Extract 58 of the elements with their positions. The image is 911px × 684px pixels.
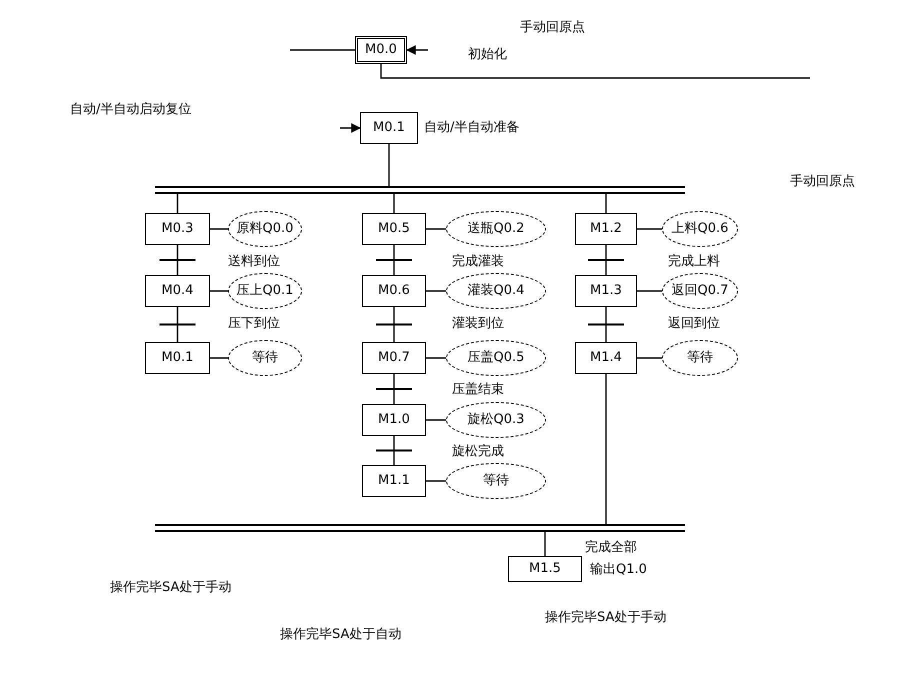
step-box: M0.6 [362,275,426,307]
connector-line [340,123,361,133]
step-box: M0.1 [360,112,418,144]
action-ellipse: 等待 [662,340,738,376]
action-ellipse: 原料Q0.0 [228,211,302,247]
connector-line [210,290,228,292]
connector-line [605,245,607,275]
action-ellipse: 等待 [228,340,302,376]
connector-line [176,307,178,342]
step-box: M0.3 [145,213,210,245]
connector-line [290,49,355,51]
connector-line [393,374,395,404]
action-ellipse: 旋松Q0.3 [446,402,546,438]
connector-line [210,228,228,230]
connector-line [426,419,446,421]
action-ellipse: 等待 [446,463,546,499]
connector-line [637,357,662,359]
step-box: M0.1 [145,342,210,374]
connector-line [393,436,395,465]
connector-line [426,228,446,230]
action-ellipse: 返回Q0.7 [662,273,738,309]
step-box: M1.5 [508,556,582,582]
parallel-branch-bar [155,186,685,194]
action-ellipse: 压盖Q0.5 [446,340,546,376]
step-box: M0.4 [145,275,210,307]
connector-line [176,194,178,213]
connector-line [210,357,228,359]
step-box: M1.1 [362,465,426,497]
connector-line [406,45,428,55]
step-note: 自动/半自动准备 [424,119,520,137]
step-box: M1.2 [575,213,637,245]
step-box: M1.4 [575,342,637,374]
parallel-branch-bar [155,524,685,532]
connector-line [426,290,446,292]
connector-line [605,374,607,524]
step-box: M1.0 [362,404,426,436]
action-ellipse: 送瓶Q0.2 [446,211,546,247]
step-box: M0.7 [362,342,426,374]
action-ellipse: 压上Q0.1 [228,273,302,309]
step-box: M1.3 [575,275,637,307]
connector-line [544,532,546,556]
connector-line [393,245,395,275]
connector-line [605,307,607,342]
initial-step-box: M0.0 [355,36,407,64]
connector-line [388,144,390,186]
connector-line [176,245,178,275]
connector-line [605,194,607,213]
action-ellipse: 上料Q0.6 [662,211,738,247]
connector-line [426,480,446,482]
action-ellipse: 灌装Q0.4 [446,273,546,309]
step-note: 输出Q1.0 [590,561,647,579]
connector-line [393,194,395,213]
connector-line [393,307,395,342]
connector-line [637,290,662,292]
connector-line [380,64,810,79]
connector-line [637,228,662,230]
connector-line [426,357,446,359]
step-box: M0.5 [362,213,426,245]
